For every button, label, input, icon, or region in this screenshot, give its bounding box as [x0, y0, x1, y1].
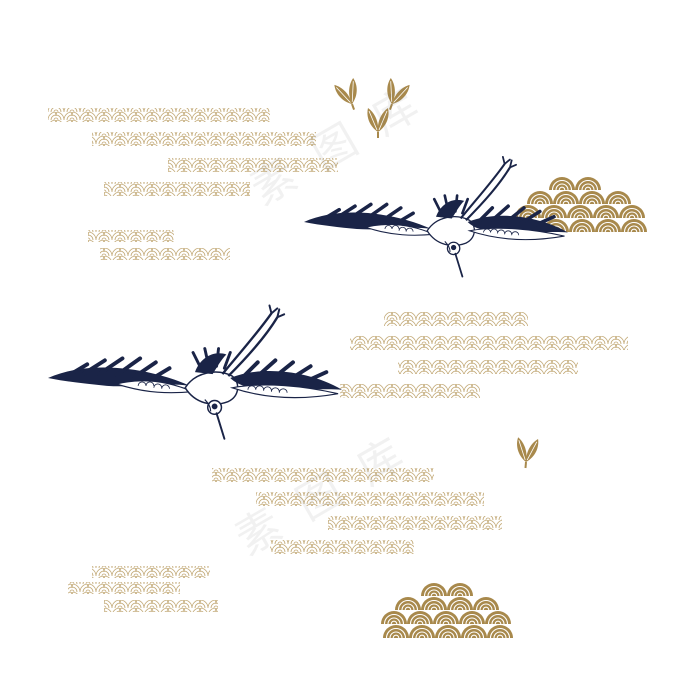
seigaiha-cloud-icon: [398, 360, 578, 374]
seigaiha-cloud-icon: [270, 540, 414, 554]
seigaiha-cloud-icon: [68, 582, 180, 594]
seigaiha-cloud-icon: [350, 336, 628, 350]
seigaiha-cloud-icon: [48, 108, 270, 122]
cloud-band-group-lower: [212, 468, 502, 554]
seigaiha-cloud-icon: [328, 516, 502, 530]
seigaiha-cloud-icon: [104, 600, 218, 612]
seigaiha-cloud-icon: [384, 312, 528, 326]
seigaiha-cloud-icon: [92, 566, 210, 578]
crane-icon: [302, 155, 570, 279]
seigaiha-cloud-icon: [212, 468, 434, 482]
cloud-band-group-upper-left: [48, 108, 338, 260]
seigaiha-cloud-icon: [256, 492, 484, 506]
seigaiha-cloud-icon: [100, 248, 230, 260]
cloud-band-group-right: [340, 312, 628, 398]
bamboo-leaf-icon: [332, 76, 412, 139]
bamboo-leaf-icon: [513, 436, 540, 470]
seigaiha-cloud-icon: [340, 384, 480, 398]
seigaiha-cloud-icon: [104, 182, 250, 196]
seigaiha-cloud-icon: [168, 158, 338, 172]
crane-icon: [46, 303, 344, 441]
seigaiha-cloud-icon: [92, 132, 316, 146]
seigaiha-wave-icon: [380, 582, 514, 639]
cloud-band-group-lower-left: [68, 566, 218, 612]
seigaiha-cloud-icon: [88, 230, 174, 242]
